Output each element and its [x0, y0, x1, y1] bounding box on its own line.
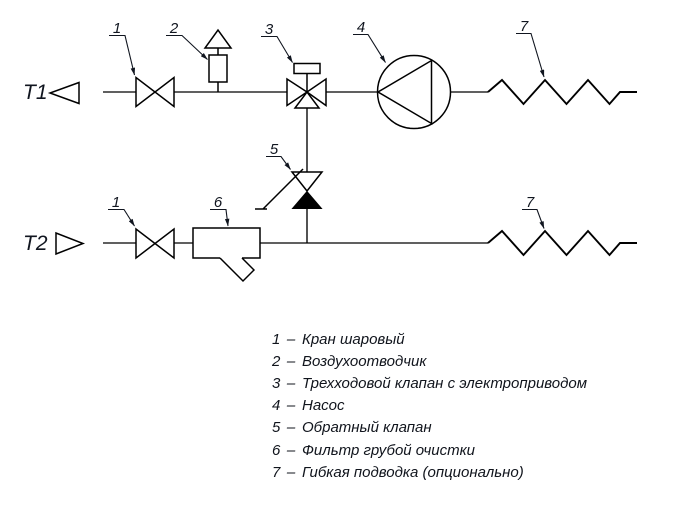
- svg-text:7: 7: [520, 18, 529, 35]
- t1-label: T1: [23, 81, 48, 104]
- flow-direction-t1-icon: [47, 81, 80, 105]
- callout-5: 5: [266, 141, 291, 170]
- ball-valve-bottom: [135, 227, 175, 260]
- svg-text:2: 2: [169, 20, 179, 37]
- callout-7-top: 7: [516, 18, 545, 78]
- svg-text:7: 7: [526, 194, 535, 211]
- callout-7-bottom: 7: [522, 194, 545, 229]
- svg-text:5: 5: [270, 141, 279, 158]
- svg-text:4: 4: [357, 19, 365, 36]
- leader-line: [266, 155, 291, 170]
- flexible-connection-bottom: [487, 229, 637, 257]
- air-vent: [203, 28, 233, 92]
- legend-item-2: 2–Воздухоотводчик: [272, 352, 427, 370]
- callout-6: 6: [210, 194, 230, 227]
- ball-valve-top: [135, 75, 175, 109]
- callout-1-top: 1: [109, 20, 136, 76]
- leader-line: [166, 34, 208, 60]
- leader-line: [522, 208, 545, 229]
- pump: [376, 54, 452, 130]
- legend-item-5: 5–Обратный клапан: [272, 419, 432, 437]
- leader-line: [210, 208, 230, 227]
- three-way-valve: [286, 62, 327, 109]
- legend-item-7: 7–Гибкая подводка (опционально): [272, 463, 524, 481]
- callout-1-bottom: 1: [108, 194, 135, 227]
- leader-line: [109, 34, 136, 76]
- legend-item-6: 6–Фильтр грубой очистки: [272, 441, 476, 459]
- t2-label: T2: [23, 232, 48, 255]
- leader-line: [353, 33, 386, 63]
- svg-text:1: 1: [112, 194, 120, 211]
- svg-text:6: 6: [214, 194, 223, 211]
- leader-line: [108, 208, 135, 227]
- legend-item-4: 4–Насос: [272, 397, 345, 415]
- check-valve: [255, 168, 324, 210]
- legend-item-3: 3–Трехходовой клапан с электроприводом: [272, 374, 588, 392]
- svg-text:1: 1: [113, 20, 121, 37]
- flexible-connection-top: [487, 78, 637, 106]
- strainer: [192, 227, 261, 283]
- legend: 1–Кран шаровый 2–Воздухоотводчик 3–Трехх…: [272, 328, 587, 483]
- callout-3: 3: [261, 21, 293, 63]
- callout-4: 4: [353, 19, 386, 63]
- flow-direction-t2-icon: [55, 231, 86, 256]
- leader-line: [261, 35, 293, 63]
- legend-item-1: 1–Кран шаровый: [272, 330, 405, 348]
- actuator-box: [293, 62, 321, 75]
- svg-text:3: 3: [265, 21, 274, 38]
- leader-line: [516, 32, 545, 78]
- callout-2: 2: [166, 20, 208, 60]
